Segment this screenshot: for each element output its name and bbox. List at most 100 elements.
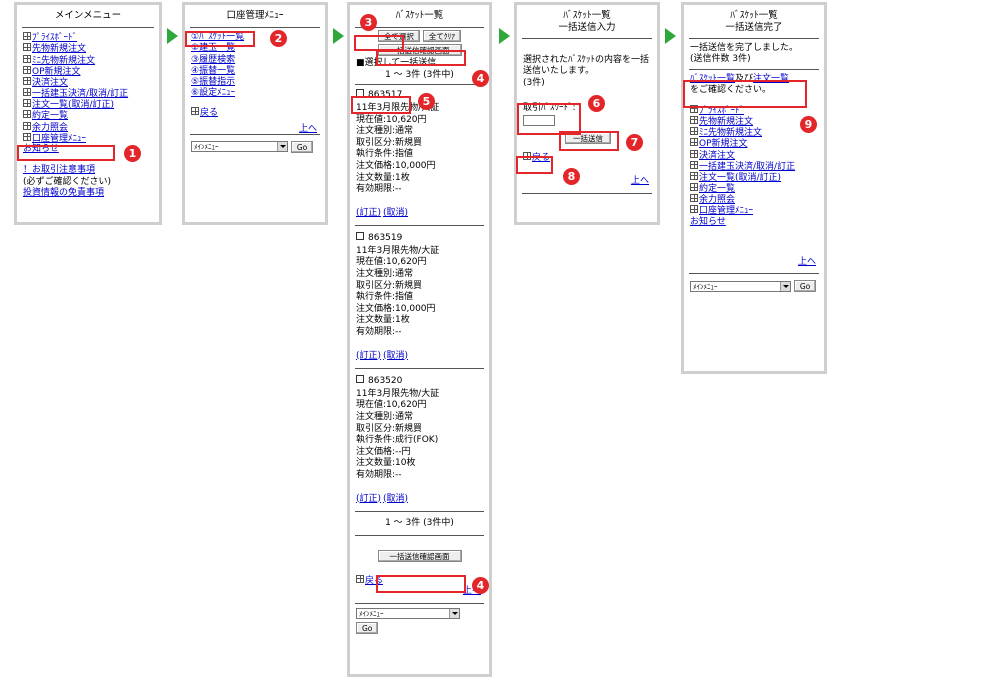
disclaimer-link[interactable]: 投資情報の免責事項	[23, 188, 105, 199]
go-button[interactable]: Go	[290, 140, 314, 153]
menu-item-link[interactable]: 先物新規注文	[699, 116, 754, 127]
menu-item[interactable]: ﾐﾆ先物新規注文	[690, 127, 818, 138]
menu-item-link[interactable]: 口座管理ﾒﾆｭｰ	[699, 206, 754, 217]
up-link[interactable]: 上へ	[797, 257, 816, 267]
step-marker-3: 3	[360, 14, 377, 31]
menu-item[interactable]: 余力照会	[23, 121, 153, 133]
menu-item-link[interactable]: ⑥設定ﾒﾆｭｰ	[191, 88, 236, 99]
complete-message: 一括送信を完了しました。	[690, 42, 799, 53]
highlight-confirm-top	[376, 50, 466, 66]
menu-item-link[interactable]: OP新規注文	[699, 139, 748, 150]
notice-link[interactable]: ！お取引注意事項	[23, 165, 96, 176]
menu-item[interactable]: ②建玉一覧	[191, 43, 319, 54]
news-link[interactable]: お知らせ	[690, 216, 726, 227]
edit-link[interactable]: (訂正)	[356, 207, 382, 218]
menu-select[interactable]: ﾒｲﾝﾒﾆｭｰ	[191, 141, 288, 153]
chevron-down-icon	[277, 142, 287, 152]
menu-item-link[interactable]: ﾐﾆ先物新規注文	[699, 128, 763, 139]
go-button[interactable]: Go	[793, 280, 817, 292]
menu-item-link[interactable]: ④振替一覧	[191, 65, 236, 76]
up-link[interactable]: 上へ	[630, 176, 649, 186]
cancel-link[interactable]: (取消)	[383, 493, 409, 504]
menu-item[interactable]: ③履歴検索	[191, 55, 319, 66]
menu-item-link[interactable]: 余力照会	[699, 195, 736, 206]
menu-item-link[interactable]: ③履歴検索	[191, 54, 236, 65]
flow-arrow	[665, 28, 676, 44]
menu-item[interactable]: 先物新規注文	[690, 115, 818, 127]
highlight-select-all	[354, 35, 404, 51]
menu-item[interactable]: 一括建玉決済/取消/訂正	[690, 160, 818, 172]
menu-item-link[interactable]: OP新規注文	[32, 66, 81, 77]
menu-item-link[interactable]: 余力照会	[32, 122, 69, 133]
up-link[interactable]: 上へ	[462, 586, 481, 597]
menu-item-link[interactable]: 口座管理ﾒﾆｭｰ	[32, 133, 87, 144]
edit-link[interactable]: (訂正)	[356, 493, 382, 504]
menu-item-link[interactable]: 決済注文	[699, 150, 736, 161]
order-detail: 注文種別:通常	[356, 269, 414, 280]
go-button[interactable]: Go	[356, 621, 379, 634]
menu-icon	[23, 132, 31, 141]
menu-item-link[interactable]: ﾌﾟﾗｲｽﾎﾞｰﾄﾞ	[699, 105, 745, 116]
menu-item[interactable]: 先物新規注文	[23, 43, 153, 54]
back-link[interactable]: 戻る	[532, 153, 551, 164]
menu-item[interactable]: ﾌﾟﾗｲｽﾎﾞｰﾄﾞ	[23, 32, 153, 43]
menu-item[interactable]: 一括建玉決済/取消/訂正	[23, 88, 153, 99]
order-detail: 現在値:10,620円	[356, 114, 427, 125]
menu-item[interactable]: 決済注文	[23, 76, 153, 88]
menu-item-link[interactable]: 一括建玉決済/取消/訂正	[32, 89, 129, 100]
cancel-link[interactable]: (取消)	[383, 350, 409, 361]
menu-item[interactable]: 約定一覧	[690, 183, 818, 194]
menu-item[interactable]: OP新規注文	[23, 65, 153, 77]
menu-icon	[23, 43, 31, 52]
menu-item[interactable]: 注文一覧(取消/訂正)	[23, 99, 153, 110]
menu-item[interactable]: OP新規注文	[690, 138, 818, 149]
menu-item-link[interactable]: 約定一覧	[699, 184, 736, 195]
step-marker-5: 5	[418, 93, 435, 110]
clear-all-button[interactable]: 全てｸﾘｱ	[422, 30, 462, 43]
menu-item-link[interactable]: 約定一覧	[32, 111, 69, 122]
up-link[interactable]: 上へ	[298, 124, 317, 134]
menu-item[interactable]: ﾐﾆ先物新規注文	[23, 54, 153, 66]
order-checkbox[interactable]	[356, 375, 364, 384]
back-link[interactable]: 戻る	[365, 575, 384, 586]
menu-item-link[interactable]: ②建玉一覧	[191, 43, 236, 54]
basket-list-link[interactable]: ﾊﾞｽｹｯﾄ一覧	[690, 73, 736, 84]
menu-item-link[interactable]: 先物新規注文	[32, 44, 87, 55]
menu-item[interactable]: ⑥設定ﾒﾆｭｰ	[191, 88, 319, 99]
menu-item[interactable]: 余力照会	[690, 194, 818, 205]
order-id: 863517	[368, 90, 403, 101]
menu-icon	[690, 127, 698, 136]
order-checkbox[interactable]	[356, 232, 364, 241]
edit-link[interactable]: (訂正)	[356, 350, 382, 361]
menu-item[interactable]: 約定一覧	[23, 110, 153, 121]
menu-item[interactable]: 口座管理ﾒﾆｭｰ	[23, 132, 153, 144]
order-detail: 取引区分:新規買	[356, 423, 423, 434]
menu-item-link[interactable]: 注文一覧(取消/訂正)	[32, 100, 115, 111]
menu-item-link[interactable]: 注文一覧(取消/訂正)	[699, 172, 782, 183]
menu-item[interactable]: 口座管理ﾒﾆｭｰ	[690, 205, 818, 216]
password-input[interactable]	[523, 114, 555, 126]
news-link[interactable]: お知らせ	[23, 144, 59, 155]
menu-item[interactable]: ④振替一覧	[191, 66, 319, 77]
highlight-basket-list	[185, 31, 255, 47]
menu-select[interactable]: ﾒｲﾝﾒﾆｭｰ	[690, 280, 791, 292]
back-link[interactable]: 戻る	[200, 108, 219, 119]
batch-confirm-button-bottom[interactable]: 一括送信確認画面	[377, 549, 462, 562]
cancel-link[interactable]: (取消)	[383, 207, 409, 218]
menu-item[interactable]: ⑤振替指示	[191, 77, 319, 88]
menu-item-link[interactable]: ﾌﾟﾗｲｽﾎﾞｰﾄﾞ	[32, 33, 78, 44]
menu-item-link[interactable]: 一括建玉決済/取消/訂正	[699, 161, 796, 172]
menu-item[interactable]: ①ﾊﾞｽｹｯﾄ一覧	[191, 32, 319, 43]
menu-icon	[690, 149, 698, 158]
menu-item[interactable]: 注文一覧(取消/訂正)	[690, 171, 818, 183]
menu-item[interactable]: 決済注文	[690, 149, 818, 161]
menu-item-link[interactable]: ⑤振替指示	[191, 76, 236, 87]
menu-select[interactable]: ﾒｲﾝﾒﾆｭｰ	[356, 607, 460, 619]
menu-item-link[interactable]: ﾐﾆ先物新規注文	[32, 55, 96, 66]
menu-item-link[interactable]: ①ﾊﾞｽｹｯﾄ一覧	[191, 32, 245, 43]
order-list-link[interactable]: 注文一覧	[753, 73, 790, 84]
menu-item[interactable]: ﾌﾟﾗｲｽﾎﾞｰﾄﾞ	[690, 104, 818, 116]
send-message: 選択されたﾊﾞｽｹｯﾄの内容を一括送信いたします。	[523, 54, 650, 77]
menu-item-link[interactable]: 決済注文	[32, 77, 69, 88]
